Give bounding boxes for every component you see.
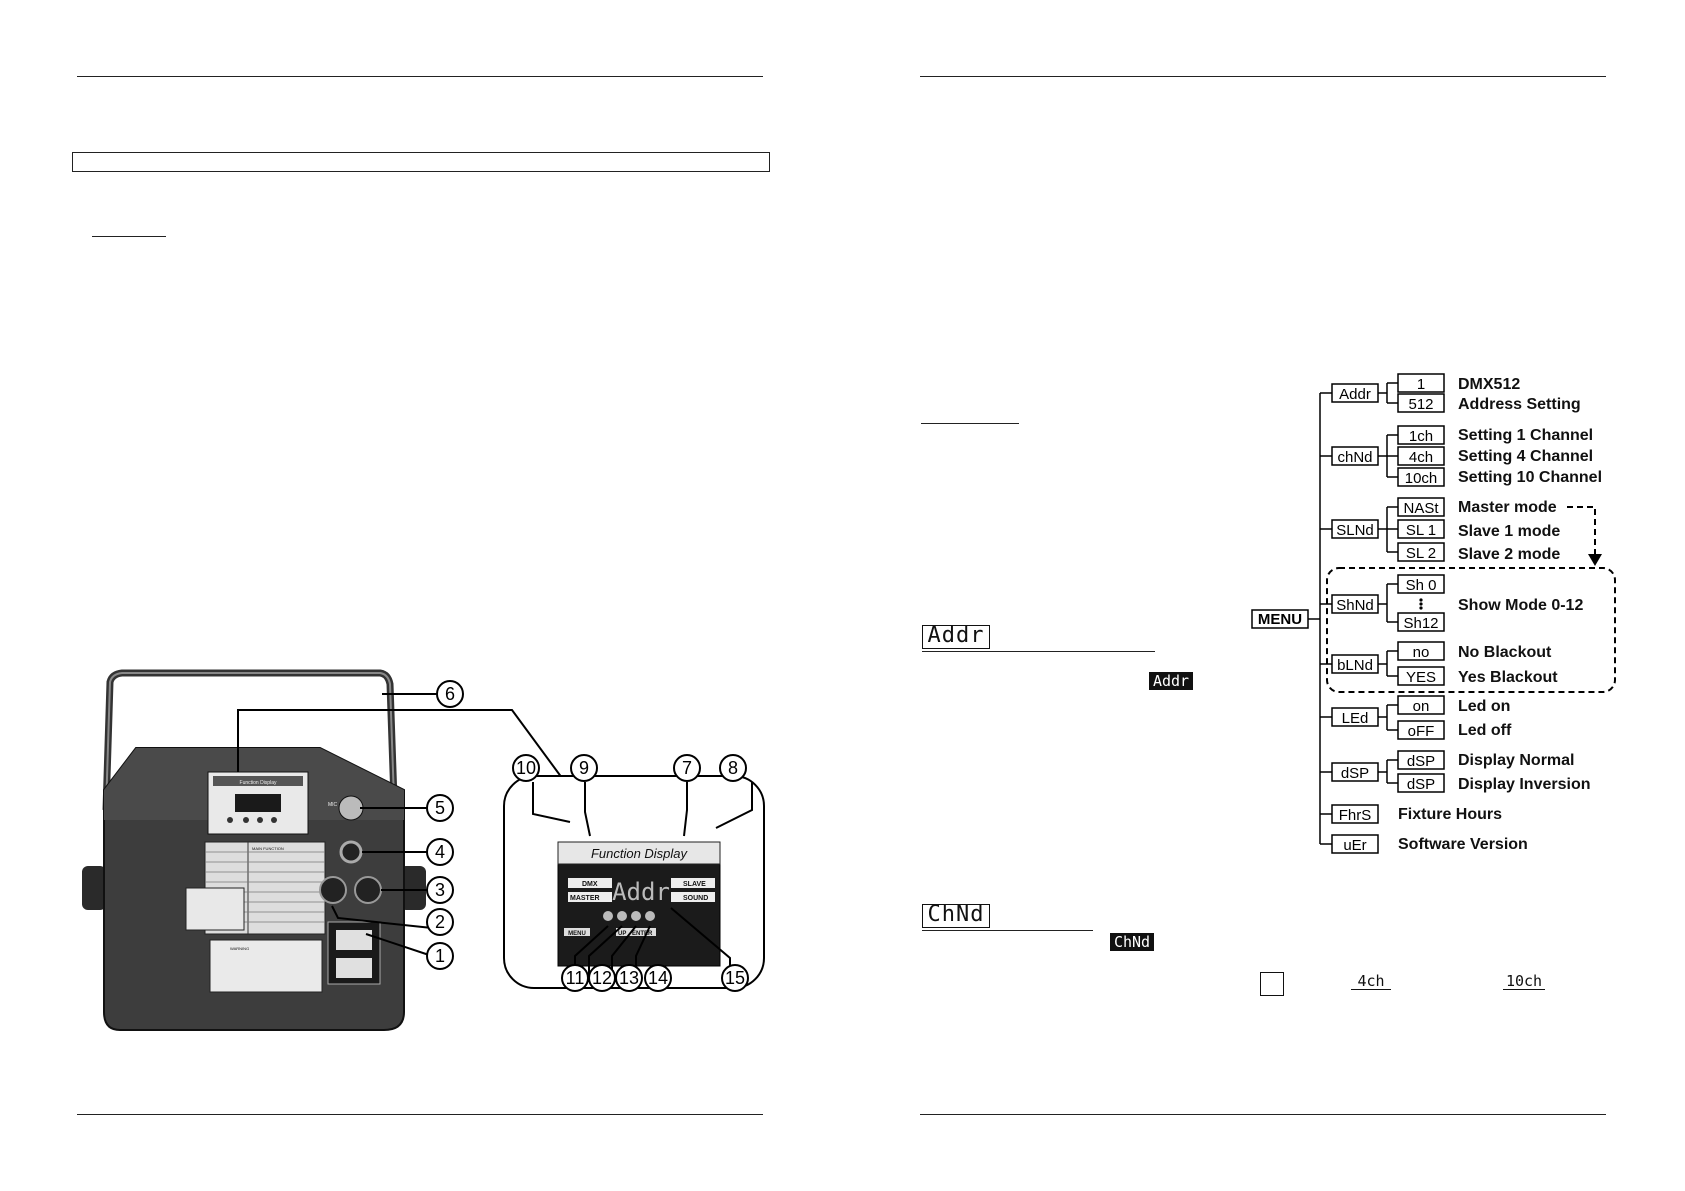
menu-chnd-item-3-code: 10ch xyxy=(1405,470,1438,487)
menu-blnd-item-2-code: YES xyxy=(1406,669,1436,686)
menu-label-display-inversion: Display Inversion xyxy=(1458,776,1591,793)
addr-section-icon: Addr xyxy=(922,625,990,649)
menu-dsp-item-1-code: dSP xyxy=(1407,753,1435,770)
chnd-section-underline xyxy=(922,930,1093,931)
callout-2: 2 xyxy=(435,912,445,932)
menu-chnd-code: chNd xyxy=(1337,449,1372,466)
menu-label-1ch: Setting 1 Channel xyxy=(1458,427,1593,444)
zoom-callout-10: 10 xyxy=(516,758,536,778)
right-header-rule xyxy=(920,76,1606,77)
photo-panel-title: Function Display xyxy=(240,780,277,786)
inline-10ch-icon: 10ch xyxy=(1503,973,1545,990)
inline-4ch-icon: 4ch xyxy=(1351,973,1391,990)
zoom-panel-title: Function Display xyxy=(591,846,689,861)
menu-slnd-code: SLNd xyxy=(1336,522,1374,539)
zoom-callout-13: 13 xyxy=(619,968,639,988)
callout-4: 4 xyxy=(435,842,445,862)
photo-warning: WARNING xyxy=(230,946,249,951)
zoom-sound-label: SOUND xyxy=(683,895,708,902)
menu-blnd-code: bLNd xyxy=(1337,657,1373,674)
menu-slnd-item-2-code: SL 1 xyxy=(1406,522,1436,539)
menu-shnd-code: ShNd xyxy=(1336,597,1374,614)
menu-label-slave2: Slave 2 mode xyxy=(1458,546,1560,563)
left-heading-underline xyxy=(92,236,166,237)
left-header-rule xyxy=(77,76,763,77)
menu-label-fixture-hours: Fixture Hours xyxy=(1398,806,1502,823)
menu-addr-item-2-code: 512 xyxy=(1408,396,1433,413)
menu-dsp-code: dSP xyxy=(1341,765,1369,782)
menu-led-item-1-code: on xyxy=(1413,698,1430,715)
menu-shnd-item-2-code: Sh12 xyxy=(1403,615,1438,632)
left-title-box xyxy=(72,152,770,172)
zoom-master-label: MASTER xyxy=(570,895,600,902)
menu-label-show-mode: Show Mode 0-12 xyxy=(1458,597,1583,614)
photo-callout-circles xyxy=(426,680,464,970)
menu-label-slave1: Slave 1 mode xyxy=(1458,523,1560,540)
zoom-btn-up: UP xyxy=(618,931,626,937)
menu-slnd-item-3-code: SL 2 xyxy=(1406,545,1436,562)
zoom-display-readout: Addr xyxy=(612,878,670,906)
addr-inline-icon: Addr xyxy=(1149,672,1193,690)
product-rear-photo: 6 5 4 3 2 1 Function Display MIC MAIN FU… xyxy=(82,669,765,1031)
callout-3: 3 xyxy=(435,880,445,900)
menu-label-led-on: Led on xyxy=(1458,698,1510,715)
zoom-callout-12: 12 xyxy=(592,968,612,988)
menu-root-label: MENU xyxy=(1258,611,1302,628)
menu-label-master: Master mode xyxy=(1458,499,1557,516)
menu-label-display-normal: Display Normal xyxy=(1458,752,1574,769)
menu-label-yes-blackout: Yes Blackout xyxy=(1458,669,1558,686)
photo-main-function: MAIN FUNCTION xyxy=(252,846,284,851)
chnd-section-icon: ChNd xyxy=(922,904,990,928)
menu-label-address-setting: Address Setting xyxy=(1458,396,1581,413)
menu-dsp-item-2-code: dSP xyxy=(1407,776,1435,793)
menu-tree-diagram: MENU Addr chNd SLNd ShNd bLNd xyxy=(1251,373,1616,854)
right-heading-underline xyxy=(921,423,1019,424)
menu-shnd-item-1-code: Sh 0 xyxy=(1406,577,1437,594)
menu-chnd-item-2-code: 4ch xyxy=(1409,449,1433,466)
zoom-callout-11: 11 xyxy=(566,968,585,988)
zoom-callout-9: 9 xyxy=(579,758,589,778)
menu-label-dmx512: DMX512 xyxy=(1458,376,1520,393)
callout-5: 5 xyxy=(435,798,445,818)
right-footer-rule xyxy=(920,1114,1606,1115)
chnd-inline-icon: ChNd xyxy=(1110,933,1154,951)
menu-label-no-blackout: No Blackout xyxy=(1458,644,1552,661)
zoom-callout-15: 15 xyxy=(725,968,745,988)
callout-1: 1 xyxy=(435,946,445,966)
menu-label-4ch: Setting 4 Channel xyxy=(1458,448,1593,465)
menu-uer-code: uEr xyxy=(1343,837,1366,854)
menu-fhrs-code: FhrS xyxy=(1339,807,1372,824)
left-footer-rule xyxy=(77,1114,763,1115)
zoom-callout-7: 7 xyxy=(682,758,692,778)
menu-label-software-version: Software Version xyxy=(1398,836,1528,853)
menu-addr-item-1-code: 1 xyxy=(1417,376,1425,393)
menu-led-code: LEd xyxy=(1342,710,1369,727)
callout-6: 6 xyxy=(445,684,455,704)
checkbox-1ch xyxy=(1260,972,1284,996)
zoom-btn-enter: ENTER xyxy=(632,931,653,937)
menu-chnd-item-1-code: 1ch xyxy=(1409,428,1433,445)
photo-mic-label: MIC xyxy=(328,802,338,808)
zoom-btn-menu: MENU xyxy=(568,931,586,937)
zoom-dmx-label: DMX xyxy=(582,881,598,888)
menu-label-10ch: Setting 10 Channel xyxy=(1458,469,1602,486)
zoom-callout-14: 14 xyxy=(648,968,668,988)
menu-addr-code: Addr xyxy=(1339,386,1371,403)
addr-section-underline xyxy=(922,651,1155,652)
zoom-callout-8: 8 xyxy=(728,758,738,778)
menu-slnd-item-1-code: NASt xyxy=(1403,500,1439,517)
menu-blnd-item-1-code: no xyxy=(1413,644,1430,661)
zoom-slave-label: SLAVE xyxy=(683,881,706,888)
menu-led-item-2-code: oFF xyxy=(1408,723,1435,740)
menu-label-led-off: Led off xyxy=(1458,722,1512,739)
